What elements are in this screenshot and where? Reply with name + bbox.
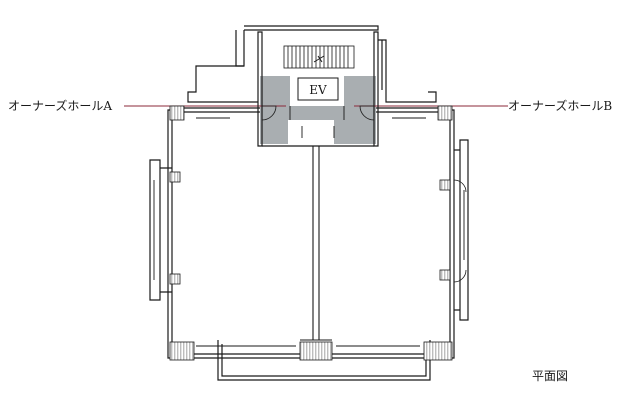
doors: [261, 105, 467, 283]
column-bottom-left: [169, 341, 195, 361]
label-owners-hall-a: オーナーズホールA: [8, 98, 112, 113]
elevator: EV: [297, 77, 339, 101]
party-wall: [300, 146, 332, 341]
outer-walls: [149, 25, 469, 381]
stairs: [283, 45, 355, 69]
column-mid-right-2: [439, 269, 451, 281]
column-mid-right: [439, 179, 451, 191]
column-mid-left: [169, 171, 181, 183]
label-owners-hall-b: オーナーズホールB: [508, 98, 612, 113]
caption-floor-plan: 平面図: [532, 369, 568, 383]
windows: [153, 117, 465, 347]
core-partitions: [289, 106, 345, 138]
column-bottom-mid: [299, 341, 333, 361]
column-bottom-right: [423, 341, 453, 361]
elevator-label: EV: [309, 83, 327, 97]
column-top-right: [437, 105, 453, 121]
column-mid-left-2: [169, 273, 181, 285]
column-top-left: [169, 105, 185, 121]
columns: [169, 105, 453, 361]
